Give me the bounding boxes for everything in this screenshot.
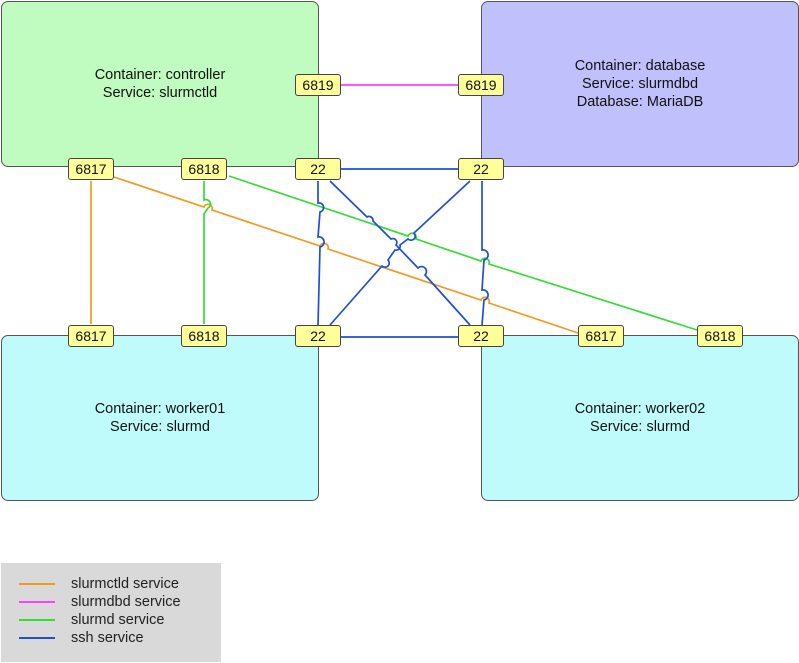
slurmd-connection-line xyxy=(228,175,698,331)
container-label-line: Service: slurmdbd xyxy=(581,76,699,92)
container-label-line: Container: database xyxy=(574,58,706,74)
legend: slurmctld service slurmdbd service slurm… xyxy=(1,563,221,662)
port-database-6819: 6819 xyxy=(458,74,504,96)
port-controller-22: 22 xyxy=(295,158,341,180)
container-database: Container: database Service: slurmdbd Da… xyxy=(481,1,799,167)
port-controller-6818: 6818 xyxy=(181,158,227,180)
container-label-line: Container: worker02 xyxy=(574,401,706,417)
container-worker01: Container: worker01 Service: slurmd xyxy=(1,335,319,501)
port-controller-6819: 6819 xyxy=(295,74,341,96)
slurmctld-connection-line xyxy=(113,176,579,334)
container-label-line: Service: slurmd xyxy=(110,419,210,435)
legend-item-slurmd: slurmd service xyxy=(19,611,221,629)
legend-swatch xyxy=(19,637,55,639)
port-worker01-22: 22 xyxy=(295,325,341,347)
legend-label: ssh service xyxy=(71,630,144,646)
legend-item-slurmdbd: slurmdbd service xyxy=(19,593,221,611)
legend-label: slurmd service xyxy=(71,612,165,628)
legend-swatch xyxy=(19,583,55,585)
port-worker01-6817: 6817 xyxy=(68,325,114,347)
legend-item-slurmctld: slurmctld service xyxy=(19,575,221,593)
ssh-connection-line xyxy=(329,180,471,326)
port-worker02-6818: 6818 xyxy=(697,325,743,347)
legend-swatch xyxy=(19,601,55,603)
port-database-22: 22 xyxy=(458,158,504,180)
legend-label: slurmctld service xyxy=(71,576,179,592)
port-worker02-6817: 6817 xyxy=(578,325,624,347)
container-label-line: Database: MariaDB xyxy=(576,94,704,110)
container-label-line: Service: slurmctld xyxy=(102,85,218,101)
ssh-connection-line xyxy=(329,180,471,326)
container-label-line: Container: controller xyxy=(94,67,226,83)
container-worker02: Container: worker02 Service: slurmd xyxy=(481,335,799,501)
ssh-connection-line xyxy=(317,181,325,326)
port-worker01-6818: 6818 xyxy=(181,325,227,347)
ssh-connection-line xyxy=(481,181,489,326)
container-label-line: Container: worker01 xyxy=(94,401,226,417)
port-worker02-22: 22 xyxy=(458,325,504,347)
container-label-line: Service: slurmd xyxy=(590,419,690,435)
slurmd-connection-line xyxy=(203,181,212,324)
port-controller-6817: 6817 xyxy=(68,158,114,180)
legend-swatch xyxy=(19,619,55,621)
legend-item-ssh: ssh service xyxy=(19,629,221,647)
container-controller: Container: controller Service: slurmctld xyxy=(1,1,319,167)
legend-label: slurmdbd service xyxy=(71,594,181,610)
